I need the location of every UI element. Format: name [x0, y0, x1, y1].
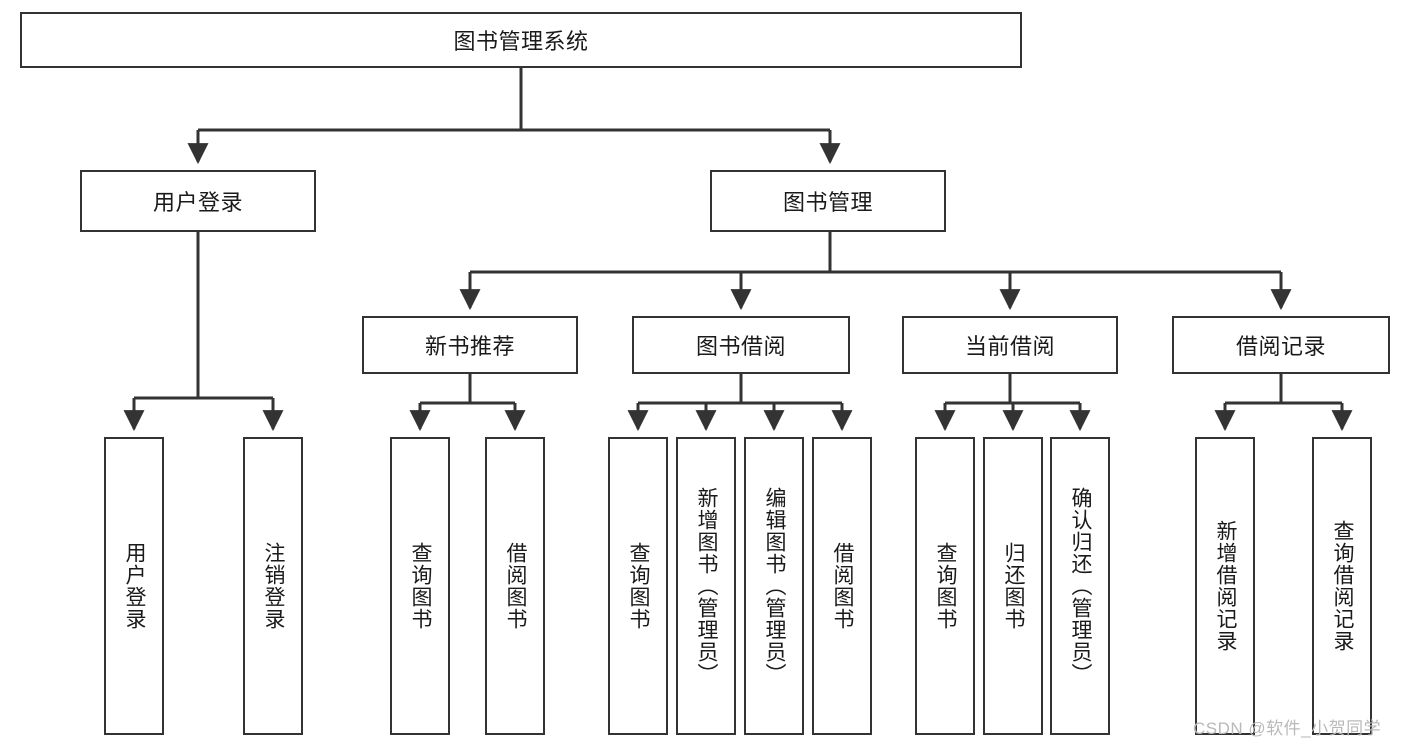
leaf-logout-label: 注销登录	[262, 542, 286, 630]
leaf-confirm-return[interactable]: 确认归还（管理员）	[1050, 437, 1110, 735]
node-book-borrow[interactable]: 图书借阅	[632, 316, 850, 374]
node-book-management[interactable]: 图书管理	[710, 170, 946, 232]
node-user-login[interactable]: 用户登录	[80, 170, 316, 232]
node-borrow-records[interactable]: 借阅记录	[1172, 316, 1390, 374]
node-root-label: 图书管理系统	[453, 29, 589, 54]
leaf-add-book[interactable]: 新增图书（管理员）	[676, 437, 736, 735]
leaf-query-book-recommend-label: 查询图书	[409, 542, 433, 630]
leaf-add-book-label: 新增图书（管理员）	[695, 487, 719, 685]
leaf-return-book[interactable]: 归还图书	[983, 437, 1043, 735]
leaf-return-book-label: 归还图书	[1002, 542, 1026, 630]
csdn-watermark: CSDN @软件_小贺同学	[1193, 719, 1382, 738]
leaf-add-borrow-record-label: 新增借阅记录	[1214, 520, 1238, 652]
leaf-add-borrow-record[interactable]: 新增借阅记录	[1195, 437, 1255, 735]
node-new-book-recommend[interactable]: 新书推荐	[362, 316, 578, 374]
leaf-query-borrow-record-label: 查询借阅记录	[1331, 520, 1355, 652]
node-book-management-label: 图书管理	[782, 190, 873, 215]
node-new-book-recommend-label: 新书推荐	[424, 334, 515, 359]
node-borrow-records-label: 借阅记录	[1235, 334, 1326, 359]
leaf-borrow-book[interactable]: 借阅图书	[812, 437, 872, 735]
leaf-query-book-borrow-label: 查询图书	[627, 542, 651, 630]
leaf-query-book-current-label: 查询图书	[934, 542, 958, 630]
node-root[interactable]: 图书管理系统	[20, 12, 1022, 68]
leaf-confirm-return-label: 确认归还（管理员）	[1069, 487, 1093, 685]
leaf-query-book-current[interactable]: 查询图书	[915, 437, 975, 735]
leaf-borrow-book-recommend[interactable]: 借阅图书	[485, 437, 545, 735]
leaf-query-book-recommend[interactable]: 查询图书	[390, 437, 450, 735]
node-book-borrow-label: 图书借阅	[695, 334, 786, 359]
leaf-query-book-borrow[interactable]: 查询图书	[608, 437, 668, 735]
leaf-user-login[interactable]: 用户登录	[104, 437, 164, 735]
leaf-edit-book-label: 编辑图书（管理员）	[763, 487, 787, 685]
leaf-borrow-book-label: 借阅图书	[831, 542, 855, 630]
leaf-user-login-label: 用户登录	[123, 542, 147, 630]
leaf-logout[interactable]: 注销登录	[243, 437, 303, 735]
node-user-login-label: 用户登录	[152, 190, 243, 215]
node-current-borrow-label: 当前借阅	[964, 334, 1055, 359]
leaf-query-borrow-record[interactable]: 查询借阅记录	[1312, 437, 1372, 735]
node-current-borrow[interactable]: 当前借阅	[902, 316, 1118, 374]
leaf-borrow-book-recommend-label: 借阅图书	[504, 542, 528, 630]
leaf-edit-book[interactable]: 编辑图书（管理员）	[744, 437, 804, 735]
